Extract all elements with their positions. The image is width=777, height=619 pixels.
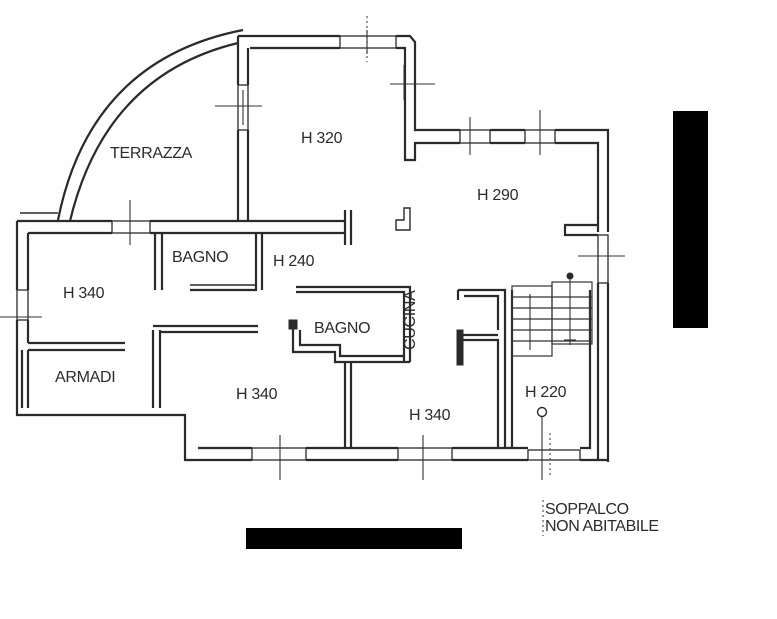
room-label-cucina: CUCINA xyxy=(402,290,419,350)
room-label-h340-left: H 340 xyxy=(63,285,105,302)
room-label-h320: H 320 xyxy=(301,130,343,147)
redaction-bar-bottom xyxy=(246,528,462,549)
room-label-bagno-2: BAGNO xyxy=(314,320,371,337)
room-label-terrazza: TERRAZZA xyxy=(110,145,193,162)
redaction-bar-right xyxy=(673,111,708,328)
room-label-h220: H 220 xyxy=(525,384,567,401)
room-label-h340-center: H 340 xyxy=(236,386,278,403)
staircase xyxy=(511,272,593,357)
room-label-h340-cucina: H 340 xyxy=(409,407,451,424)
interior-walls xyxy=(20,210,592,450)
exterior-walls xyxy=(15,34,610,462)
soppalco-note-line2: NON ABITABILE xyxy=(545,518,659,535)
room-label-bagno-1: BAGNO xyxy=(172,249,229,266)
soppalco-note-line1: SOPPALCO xyxy=(545,501,629,518)
terrazza-curved-wall xyxy=(20,28,244,222)
room-label-h240: H 240 xyxy=(273,253,315,270)
soppalco-note: SOPPALCO NON ABITABILE xyxy=(545,501,659,535)
room-label-h290: H 290 xyxy=(477,187,519,204)
room-label-armadi: ARMADI xyxy=(55,369,116,386)
axis-markers xyxy=(0,16,625,536)
